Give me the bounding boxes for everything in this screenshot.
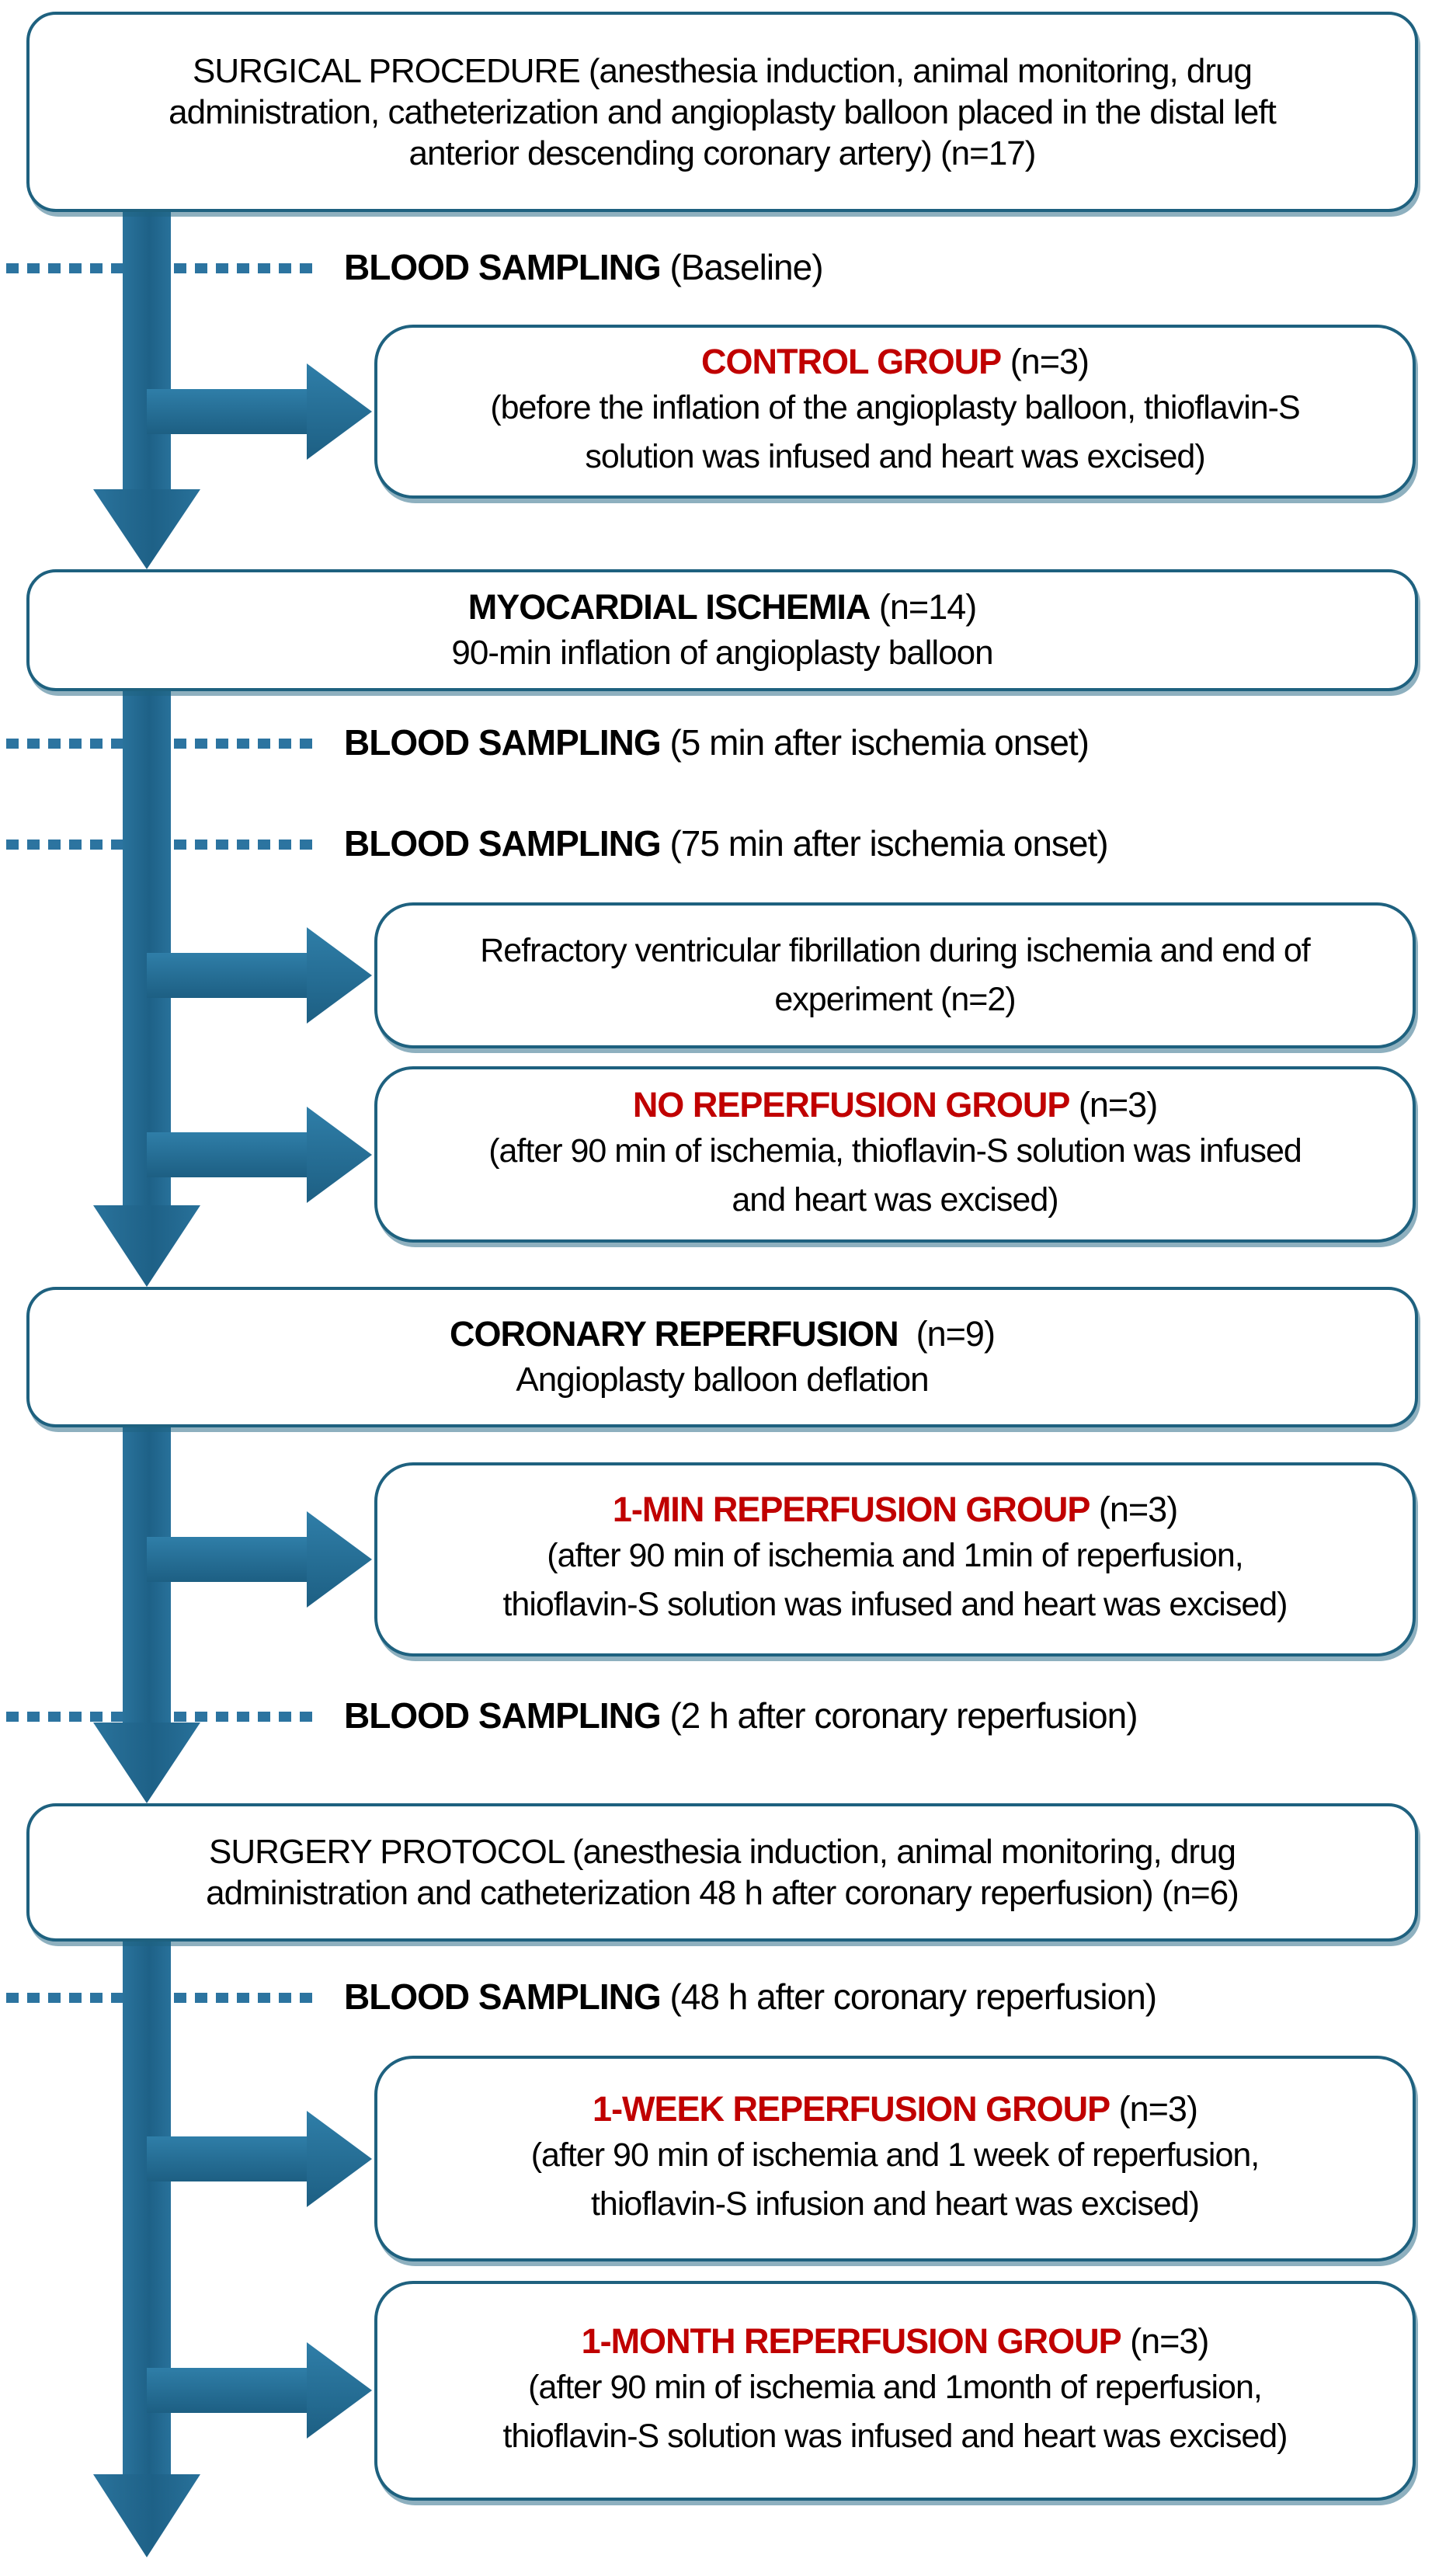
sampling-detail: (5 min after ischemia onset) xyxy=(660,722,1090,763)
down-arrow-head-2 xyxy=(93,1205,200,1287)
no-reperfusion-group-box: NO REPERFUSION GROUP (n=3) (after 90 min… xyxy=(374,1066,1416,1243)
sampling-label: BLOOD SAMPLING xyxy=(344,1976,662,2017)
branch-arrow-shaft-refractory xyxy=(147,953,307,998)
one-min-text: (after 90 min of ischemia and 1min of re… xyxy=(502,1537,1288,1623)
myocardial-ischemia-text: 90-min inflation of angioplasty balloon xyxy=(451,634,993,672)
down-arrow-shaft-1 xyxy=(123,208,171,494)
refractory-vf-text: Refractory ventricular fibrillation duri… xyxy=(480,932,1310,1018)
branch-arrow-shaft-control xyxy=(147,389,307,434)
sampling-label: BLOOD SAMPLING xyxy=(344,722,662,763)
sampling-label: BLOOD SAMPLING xyxy=(344,1695,662,1736)
blood-sampling-2h: BLOOD SAMPLING (2 h after coronary reper… xyxy=(344,1695,1138,1736)
one-month-reperfusion-group-box: 1-MONTH REPERFUSION GROUP (n=3) (after 9… xyxy=(374,2281,1416,2501)
sampling-detail: (2 h after coronary reperfusion) xyxy=(660,1695,1138,1736)
one-week-text: (after 90 min of ischemia and 1 week of … xyxy=(530,2136,1260,2223)
surgical-procedure-box: SURGICAL PROCEDURE (anesthesia induction… xyxy=(26,12,1418,212)
surgery-protocol-box: SURGERY PROTOCOL (anesthesia induction, … xyxy=(26,1803,1418,1942)
down-arrow-head-3 xyxy=(93,1723,200,1803)
down-arrow-head-1 xyxy=(93,489,200,569)
coronary-reperfusion-title: CORONARY REPERFUSION (n=9) xyxy=(450,1314,996,1354)
no-reperfusion-title: NO REPERFUSION GROUP (n=3) xyxy=(632,1084,1158,1125)
one-week-reperfusion-group-box: 1-WEEK REPERFUSION GROUP (n=3) (after 90… xyxy=(374,2056,1416,2261)
sampling-detail: (48 h after coronary reperfusion) xyxy=(660,1976,1157,2017)
branch-arrow-shaft-1month xyxy=(147,2368,307,2413)
surgical-procedure-text: SURGICAL PROCEDURE (anesthesia induction… xyxy=(169,51,1277,172)
one-month-title: 1-MONTH REPERFUSION GROUP (n=3) xyxy=(581,2320,1210,2361)
sampling-label: BLOOD SAMPLING xyxy=(344,247,662,287)
coronary-reperfusion-box: CORONARY REPERFUSION (n=9) Angioplasty b… xyxy=(26,1287,1418,1427)
branch-arrow-head-refractory xyxy=(307,927,372,1024)
coronary-reperfusion-text: Angioplasty balloon deflation xyxy=(516,1361,929,1399)
control-group-box: CONTROL GROUP (n=3) (before the inflatio… xyxy=(374,325,1416,499)
one-min-title: 1-MIN REPERFUSION GROUP (n=3) xyxy=(612,1490,1178,1529)
sampling-label: BLOOD SAMPLING xyxy=(344,823,662,864)
blood-sampling-5min: BLOOD SAMPLING (5 min after ischemia ons… xyxy=(344,722,1090,763)
branch-arrow-head-1min xyxy=(307,1511,372,1608)
one-min-reperfusion-group-box: 1-MIN REPERFUSION GROUP (n=3) (after 90 … xyxy=(374,1462,1416,1656)
branch-arrow-head-no-reperfusion xyxy=(307,1107,372,1203)
surgery-protocol-text: SURGERY PROTOCOL (anesthesia induction, … xyxy=(206,1833,1239,1912)
blood-sampling-baseline: BLOOD SAMPLING (Baseline) xyxy=(344,247,824,288)
sampling-detail: (Baseline) xyxy=(660,247,823,287)
sampling-detail: (75 min after ischemia onset) xyxy=(660,823,1108,864)
branch-arrow-head-1month xyxy=(307,2342,372,2439)
branch-arrow-head-1week xyxy=(307,2111,372,2207)
refractory-vf-box: Refractory ventricular fibrillation duri… xyxy=(374,902,1416,1048)
branch-arrow-shaft-1min xyxy=(147,1537,307,1582)
one-week-title: 1-WEEK REPERFUSION GROUP (n=3) xyxy=(593,2088,1198,2129)
branch-arrow-shaft-1week xyxy=(147,2136,307,2181)
branch-arrow-head-control xyxy=(307,363,372,460)
one-month-text: (after 90 min of ischemia and 1month of … xyxy=(502,2368,1288,2455)
no-reperfusion-text: (after 90 min of ischemia, thioflavin-S … xyxy=(488,1132,1302,1218)
branch-arrow-shaft-no-reperfusion xyxy=(147,1132,307,1177)
control-group-title: CONTROL GROUP (n=3) xyxy=(701,342,1090,381)
blood-sampling-48h: BLOOD SAMPLING (48 h after coronary repe… xyxy=(344,1976,1157,2018)
myocardial-ischemia-title: MYOCARDIAL ISCHEMIA (n=14) xyxy=(467,587,978,627)
blood-sampling-75min: BLOOD SAMPLING (75 min after ischemia on… xyxy=(344,823,1109,864)
myocardial-ischemia-box: MYOCARDIAL ISCHEMIA (n=14) 90-min inflat… xyxy=(26,569,1418,691)
control-group-text: (before the inflation of the angioplasty… xyxy=(490,389,1300,475)
down-arrow-shaft-2 xyxy=(123,687,171,1210)
down-arrow-head-4 xyxy=(93,2474,200,2557)
